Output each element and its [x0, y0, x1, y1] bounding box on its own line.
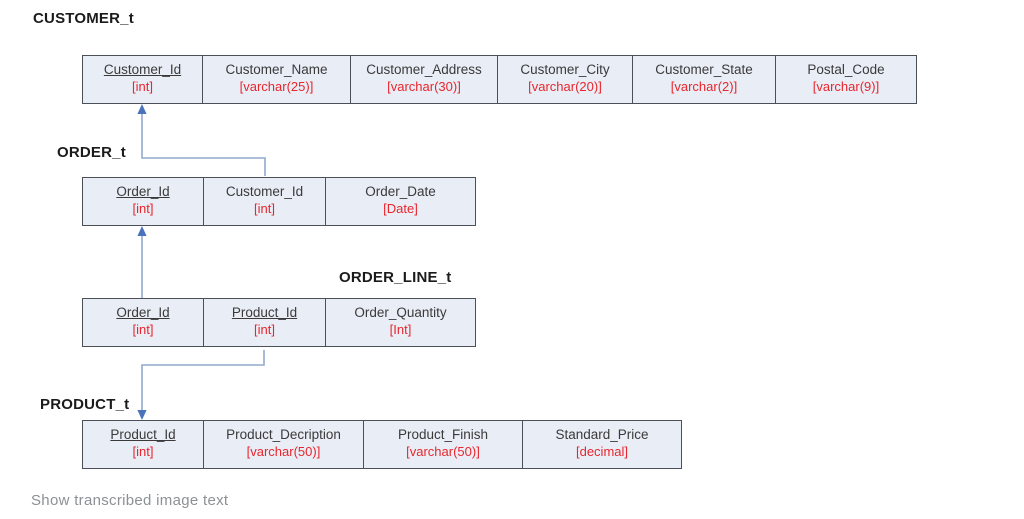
column-name: Order_Id	[116, 184, 170, 199]
table-product: Product_Id [int] Product_Decription [varcha…	[82, 420, 682, 469]
column-cell-customer_address: Customer_Address [varchar(30)]	[351, 56, 498, 103]
column-type: [varchar(2)]	[670, 79, 738, 94]
column-name: Product_Id	[110, 427, 176, 442]
arrowhead-up-customer-icon	[137, 104, 147, 114]
column-name: Postal_Code	[807, 62, 885, 77]
arrowhead-down-product-icon	[137, 410, 147, 420]
column-type: [varchar(20)]	[528, 79, 602, 94]
column-name: Standard_Price	[555, 427, 649, 442]
column-type: [int]	[132, 79, 153, 94]
show-transcribed-image-text-link[interactable]: Show transcribed image text	[31, 492, 229, 509]
column-type: [int]	[254, 201, 275, 216]
column-name: Order_Quantity	[354, 305, 447, 320]
table-customer: Customer_Id [int] Customer_Name [varchar(25…	[82, 55, 917, 104]
column-cell-product_id: Product_Id [int]	[204, 299, 326, 346]
column-type: [varchar(30)]	[387, 79, 461, 94]
column-type: [varchar(50)]	[406, 444, 480, 459]
table-title-order-line: ORDER_LINE_t	[339, 269, 452, 286]
column-name: Customer_Address	[366, 62, 482, 77]
table-order: Order_Id [int] Customer_Id [int] Order_Date […	[82, 177, 476, 226]
table-title-product: PRODUCT_t	[40, 396, 130, 413]
column-cell-customer_city: Customer_City [varchar(20)]	[498, 56, 633, 103]
column-name: Order_Date	[365, 184, 436, 199]
column-type: [decimal]	[575, 444, 629, 459]
column-type: [Date]	[383, 201, 418, 216]
column-cell-product_decription: Product_Decription [varchar(50)]	[204, 421, 364, 468]
column-cell-customer_state: Customer_State [varchar(2)]	[633, 56, 776, 103]
column-name: Customer_Id	[225, 184, 304, 199]
relationship-order-to-customer-line	[141, 113, 266, 176]
column-cell-customer_name: Customer_Name [varchar(25)]	[203, 56, 351, 103]
table-title-order: ORDER_t	[57, 144, 126, 161]
column-cell-product_id: Product_Id [int]	[83, 421, 204, 468]
column-cell-customer_id: Customer_Id [int]	[83, 56, 203, 103]
column-type: [int]	[132, 322, 154, 337]
column-type: [varchar(25)]	[239, 79, 314, 94]
column-name: Customer_State	[655, 62, 753, 77]
column-cell-order_quantity: Order_Quantity [Int]	[326, 299, 475, 346]
column-name: Product_Finish	[397, 427, 489, 442]
column-name: Customer_Name	[225, 62, 328, 77]
column-name: Customer_City	[520, 62, 610, 77]
column-cell-standard_price: Standard_Price [decimal]	[523, 421, 681, 468]
column-cell-order_id: Order_Id [int]	[83, 178, 204, 225]
column-cell-order_id: Order_Id [int]	[83, 299, 204, 346]
column-name: Product_Decription	[226, 427, 341, 442]
column-cell-order_date: Order_Date [Date]	[326, 178, 475, 225]
column-name: Order_Id	[116, 305, 170, 320]
column-name: Customer_Id	[103, 62, 182, 77]
table-order-line: Order_Id [int] Product_Id [int] Order_Quanti…	[82, 298, 476, 347]
column-type: [int]	[254, 322, 275, 337]
column-cell-customer_id: Customer_Id [int]	[204, 178, 326, 225]
column-type: [varchar(50)]	[246, 444, 321, 459]
arrowhead-up-order-icon	[137, 226, 147, 236]
column-name: Product_Id	[231, 305, 298, 320]
relationship-orderline-to-product-line	[141, 350, 265, 411]
column-cell-postal_code: Postal_Code [varchar(9)]	[776, 56, 916, 103]
table-title-customer: CUSTOMER_t	[33, 10, 134, 27]
column-type: [Int]	[389, 322, 412, 337]
column-type: [varchar(9)]	[812, 79, 880, 94]
column-cell-product_finish: Product_Finish [varchar(50)]	[364, 421, 523, 468]
column-type: [int]	[132, 201, 154, 216]
column-type: [int]	[132, 444, 154, 459]
